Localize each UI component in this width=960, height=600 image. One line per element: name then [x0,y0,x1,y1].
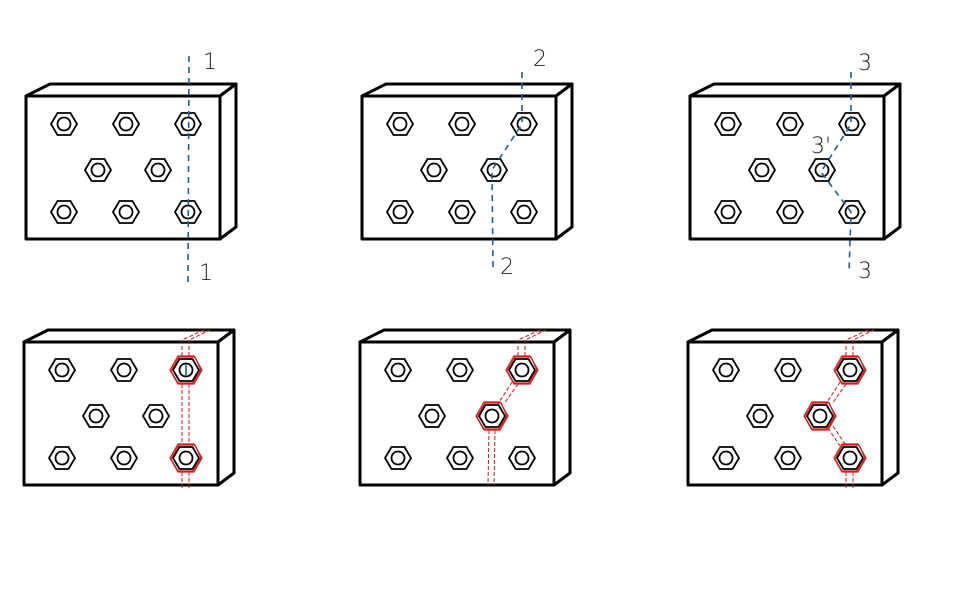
cut-line-2 [491,72,523,271]
plate-path-3 [688,72,902,273]
plate-path-2 [360,72,574,271]
label-1-bottom: 1 [199,261,213,286]
label-3-bottom: 3 [858,259,872,284]
cut-line-1 [187,55,190,285]
plate-failure-1 [22,328,236,490]
plate-failure-3 [686,328,900,490]
cut-line-3 [820,72,852,273]
label-2-bottom: 2 [500,255,514,280]
plate-path-1 [24,55,238,285]
label-3-top: 3 [858,51,872,76]
label-3-mid: 3' [811,134,831,159]
label-1-top: 1 [203,50,217,75]
plate-failure-2 [358,328,572,487]
label-2-top: 2 [533,47,547,72]
